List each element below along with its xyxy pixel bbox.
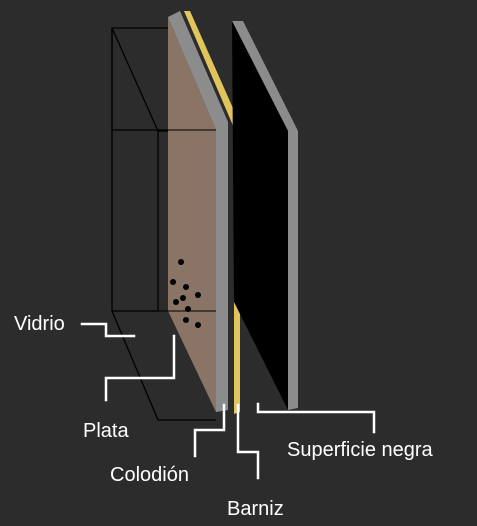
leader-glass [80,322,136,338]
label-black-surface: Superficie negra [287,439,433,461]
label-varnish: Barniz [227,498,284,520]
silver-particles [170,259,201,328]
leader-lines [80,322,376,480]
label-glass: Vidrio [14,313,65,335]
particle [180,295,186,301]
particle [173,299,179,305]
particle [195,292,201,298]
leader-silver [104,334,176,402]
varnish-layer [184,11,240,414]
label-collodion: Colodión [110,464,189,486]
collodion-layer [168,11,228,412]
leader-varnish [236,403,260,480]
leader-black-surface [256,402,376,434]
glass-back-face [111,27,175,131]
label-silver: Plata [83,420,129,442]
particle [183,284,189,290]
particle [170,279,176,285]
particle [183,317,189,323]
silver-layer [168,17,216,412]
glass-edge-bottom-left [111,310,159,421]
particle [185,306,191,312]
particle [195,322,201,328]
leader-collodion [193,403,226,458]
black-surface [232,21,298,410]
particle [178,259,184,265]
black-surface-face [232,21,288,410]
black-surface-edge [232,21,298,410]
glass-edge-top-left [111,27,159,132]
